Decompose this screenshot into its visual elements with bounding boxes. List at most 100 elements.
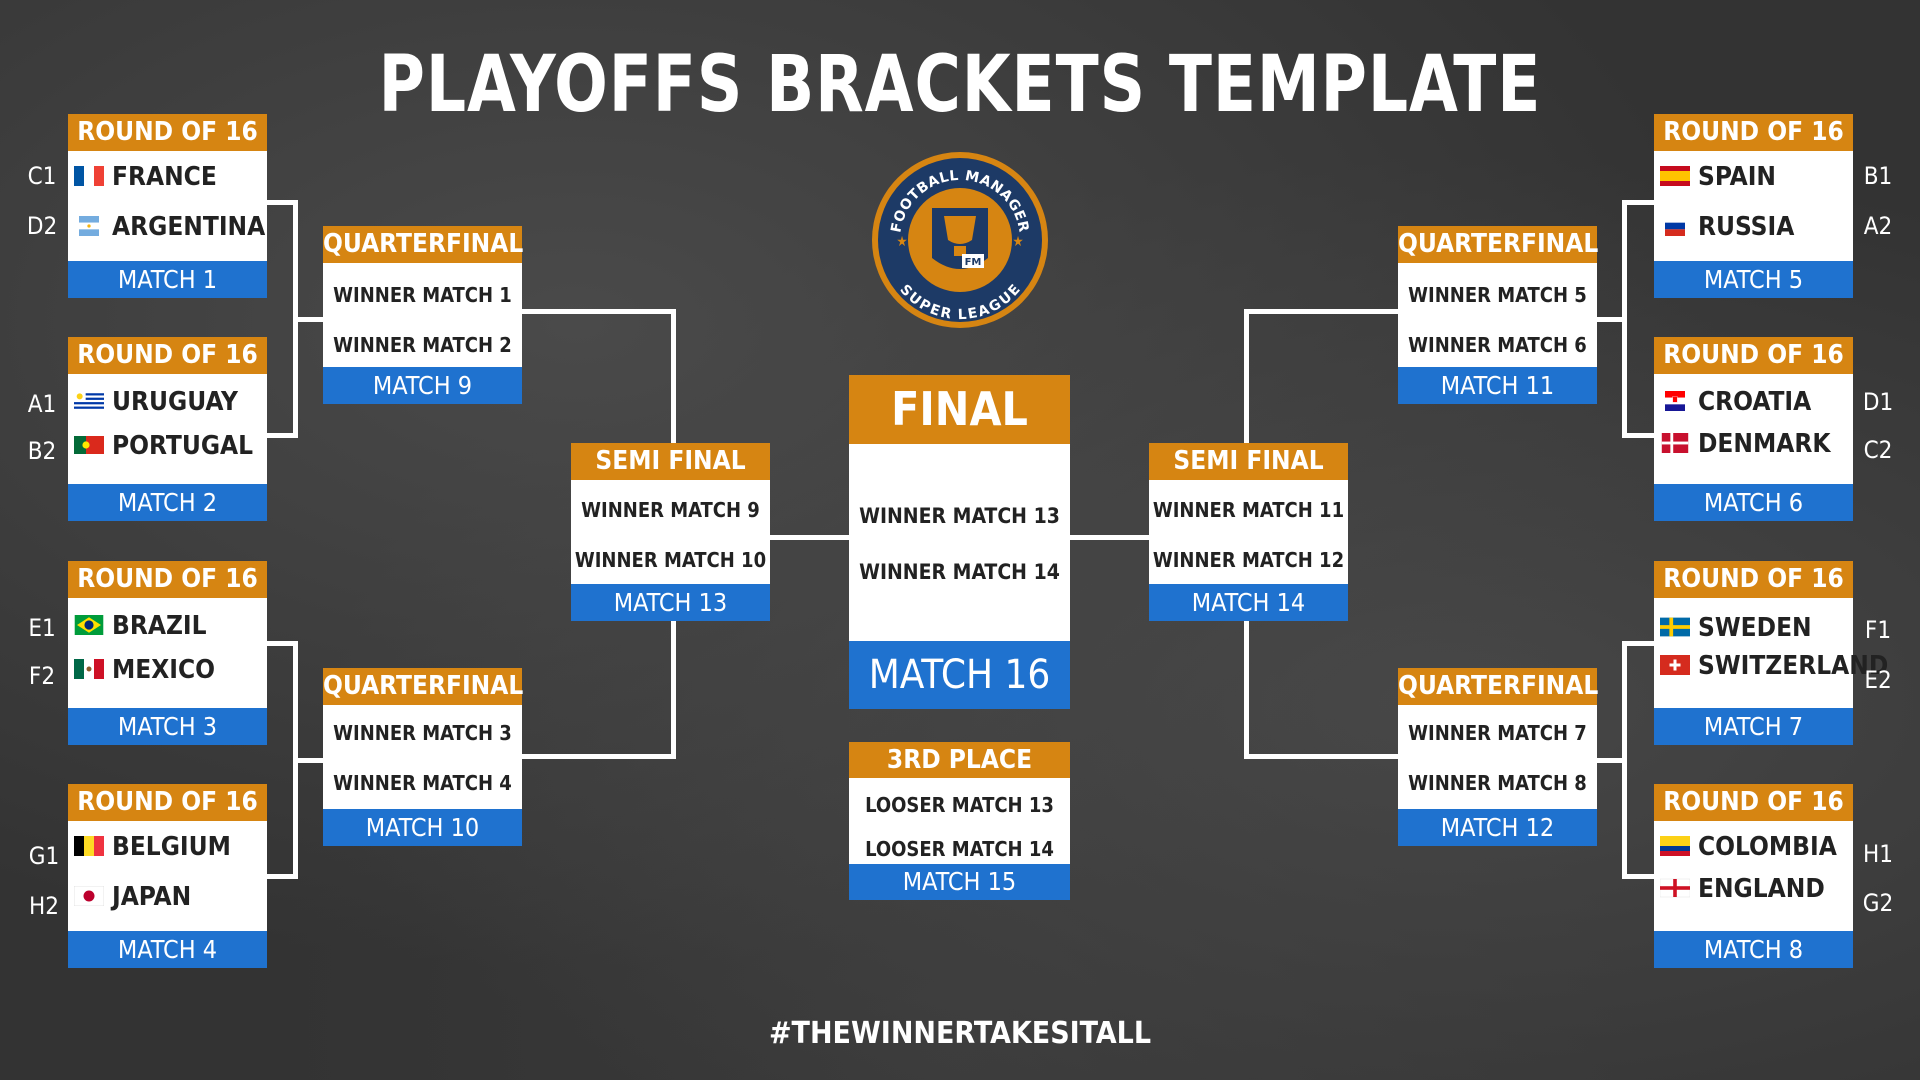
match-11-card: QUARTERFINAL WINNER MATCH 5 WINNER MATCH… — [1398, 226, 1598, 404]
slot-2: WINNER MATCH 12 — [1152, 548, 1345, 572]
slot-2: LOOSER MATCH 14 — [865, 837, 1054, 861]
match-number: MATCH 6 — [1654, 484, 1853, 521]
match-number: MATCH 5 — [1654, 261, 1853, 298]
portugal-flag-icon — [74, 435, 104, 454]
seed-h1: H1 — [1863, 840, 1893, 868]
slot-1: WINNER MATCH 9 — [581, 498, 760, 522]
team-croatia: CROATIA — [1654, 384, 1853, 420]
team-uruguay: URUGUAY — [68, 384, 267, 420]
round-label: ROUND OF 16 — [68, 337, 267, 374]
league-logo: FM FOOTBALL MANAGER SUPER LEAGUE ★ ★ — [872, 152, 1048, 328]
team-mexico: MEXICO — [68, 652, 267, 688]
round-label: SEMI FINAL — [571, 443, 770, 480]
round-label: ROUND OF 16 — [68, 114, 267, 151]
slot-1: LOOSER MATCH 13 — [865, 793, 1054, 817]
match-number: MATCH 14 — [1149, 584, 1348, 621]
third-place-card: 3RD PLACE LOOSER MATCH 13 LOOSER MATCH 1… — [849, 742, 1070, 900]
slot-2: WINNER MATCH 4 — [333, 771, 512, 795]
third-place-label: 3RD PLACE — [849, 742, 1070, 778]
match-number: MATCH 12 — [1398, 809, 1597, 846]
seed-g1: G1 — [28, 842, 60, 870]
seed-f1: F1 — [1864, 616, 1892, 644]
seed-g2: G2 — [1862, 889, 1894, 917]
france-flag-icon — [74, 165, 104, 186]
seed-e2: E2 — [1864, 666, 1892, 694]
team-england: ENGLAND — [1654, 871, 1853, 907]
match-7-card: ROUND OF 16 SWEDEN SWITZERLAND MATCH 7 — [1654, 561, 1888, 745]
match-number: MATCH 1 — [68, 261, 267, 298]
seed-h2: H2 — [29, 892, 59, 920]
match-number: MATCH 13 — [571, 584, 770, 621]
match-number: MATCH 8 — [1654, 931, 1853, 968]
slot-2: WINNER MATCH 14 — [859, 560, 1060, 584]
round-label: ROUND OF 16 — [1654, 561, 1853, 598]
slot-1: WINNER MATCH 1 — [333, 283, 512, 307]
team-france: FRANCE — [68, 159, 267, 195]
hashtag: #THEWINNERTAKESITALL — [768, 1016, 1152, 1051]
match-number: MATCH 9 — [323, 367, 522, 404]
team-switzerland: SWITZERLAND — [1654, 648, 1888, 684]
team-japan: JAPAN — [68, 879, 267, 915]
slot-1: WINNER MATCH 7 — [1408, 721, 1587, 745]
seed-d2: D2 — [26, 212, 58, 240]
match-9-card: QUARTERFINAL WINNER MATCH 1 WINNER MATCH… — [323, 226, 523, 404]
match-13-card: SEMI FINAL WINNER MATCH 9 WINNER MATCH 1… — [571, 443, 770, 621]
match-2-card: ROUND OF 16 URUGUAY PORTUGAL MATCH 2 — [68, 337, 267, 521]
page-title: PLAYOFFS BRACKETS TEMPLATE — [378, 40, 1542, 130]
match-number: MATCH 4 — [68, 931, 267, 968]
seed-a2: A2 — [1863, 212, 1893, 240]
team-sweden: SWEDEN — [1654, 610, 1853, 646]
slot-2: WINNER MATCH 2 — [333, 333, 512, 357]
team-argentina: ARGENTINA — [68, 209, 267, 245]
round-label: QUARTERFINAL — [1398, 668, 1598, 705]
seed-d1: D1 — [1862, 388, 1894, 416]
round-label: ROUND OF 16 — [1654, 784, 1853, 821]
croatia-flag-icon — [1665, 390, 1685, 411]
svg-text:★: ★ — [1012, 234, 1023, 250]
team-colombia: COLOMBIA — [1654, 829, 1853, 865]
match-number: MATCH 7 — [1654, 708, 1853, 745]
team-spain: SPAIN — [1654, 159, 1853, 195]
slot-1: WINNER MATCH 13 — [859, 504, 1060, 528]
switzerland-flag-icon — [1660, 654, 1690, 675]
logo-badge: FM — [965, 257, 982, 268]
slot-1: WINNER MATCH 5 — [1408, 283, 1587, 307]
round-label: SEMI FINAL — [1149, 443, 1348, 480]
slot-2: WINNER MATCH 8 — [1408, 771, 1587, 795]
argentina-flag-icon — [79, 215, 99, 236]
match-1-card: ROUND OF 16 FRANCE ARGENTINA MATCH 1 — [68, 114, 267, 298]
match-10-card: QUARTERFINAL WINNER MATCH 3 WINNER MATCH… — [323, 668, 523, 846]
match-number: MATCH 3 — [68, 708, 267, 745]
match-8-card: ROUND OF 16 COLOMBIA ENGLAND MATCH 8 — [1654, 784, 1853, 968]
match-6-card: ROUND OF 16 CROATIA DENMARK MATCH 6 — [1654, 337, 1853, 521]
match-5-card: ROUND OF 16 SPAIN RUSSIA MATCH 5 — [1654, 114, 1853, 298]
seed-c2: C2 — [1863, 436, 1893, 464]
slot-2: WINNER MATCH 10 — [574, 548, 767, 572]
slot-2: WINNER MATCH 6 — [1408, 333, 1587, 357]
england-flag-icon — [1660, 878, 1690, 897]
final-card: FINAL WINNER MATCH 13 WINNER MATCH 14 MA… — [849, 375, 1070, 709]
seed-b2: B2 — [27, 437, 57, 465]
match-number: MATCH 11 — [1398, 367, 1597, 404]
match-number: MATCH 16 — [849, 641, 1070, 709]
mexico-flag-icon — [74, 658, 104, 679]
round-label: ROUND OF 16 — [68, 784, 267, 821]
team-brazil: BRAZIL — [68, 608, 267, 644]
brazil-flag-icon — [74, 614, 104, 635]
round-label: ROUND OF 16 — [1654, 114, 1853, 151]
japan-flag-icon — [74, 885, 104, 906]
seed-c1: C1 — [27, 162, 57, 190]
seed-a1: A1 — [27, 390, 57, 418]
round-label: ROUND OF 16 — [68, 561, 267, 598]
final-label: FINAL — [849, 375, 1070, 444]
seed-f2: F2 — [28, 662, 56, 690]
team-portugal: PORTUGAL — [68, 428, 267, 464]
team-russia: RUSSIA — [1654, 209, 1853, 245]
svg-text:★: ★ — [896, 234, 907, 250]
match-3-card: ROUND OF 16 BRAZIL MEXICO MATCH 3 — [68, 561, 267, 745]
round-label: QUARTERFINAL — [323, 226, 523, 263]
match-4-card: ROUND OF 16 BELGIUM JAPAN MATCH 4 — [68, 784, 267, 968]
match-number: MATCH 10 — [323, 809, 522, 846]
team-denmark: DENMARK — [1654, 426, 1853, 462]
seed-e1: E1 — [28, 614, 56, 642]
